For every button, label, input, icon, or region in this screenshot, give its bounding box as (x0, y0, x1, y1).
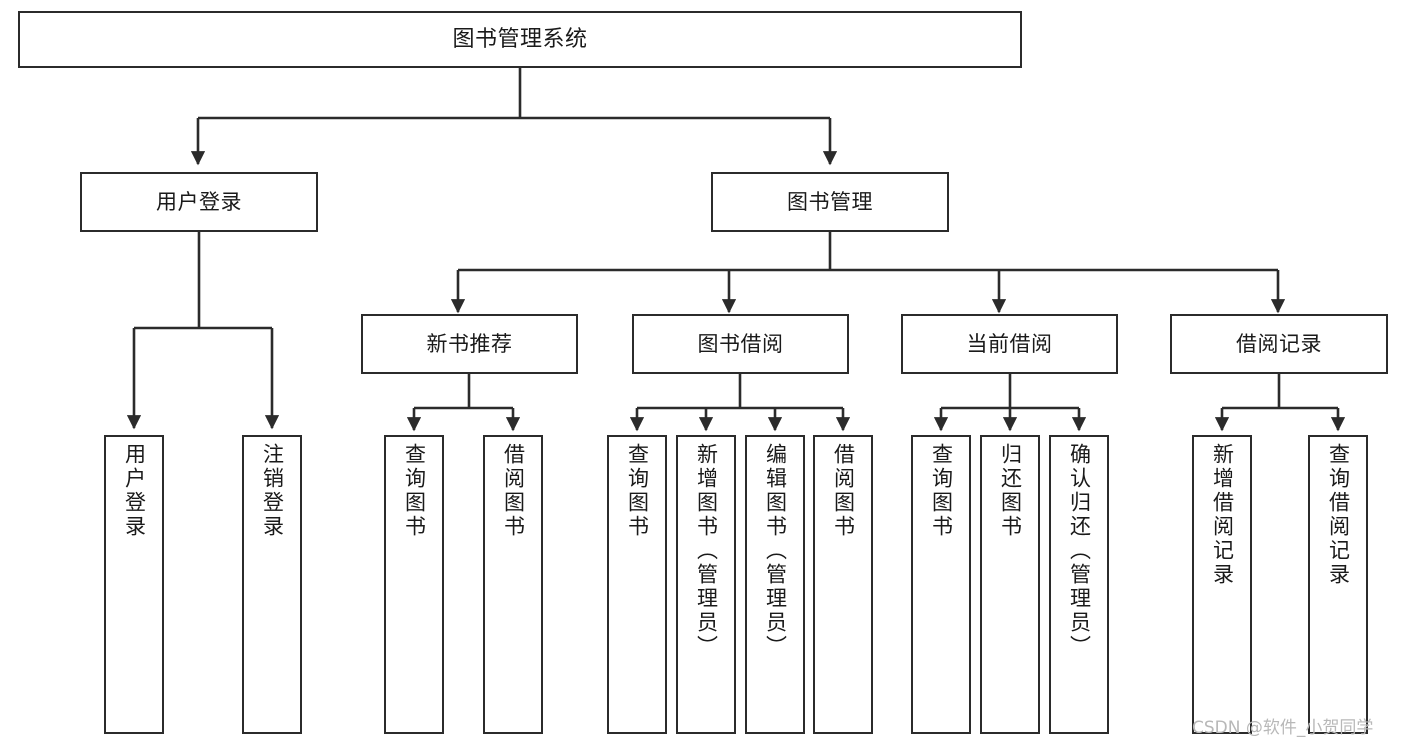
leaf-book-borrow-borrow-label: 借阅图书 (831, 443, 856, 539)
node-current-borrow[interactable]: 当前借阅 (901, 314, 1118, 374)
node-new-book-recommend[interactable]: 新书推荐 (361, 314, 578, 374)
leaf-borrow-record-query-label: 查询借阅记录 (1326, 443, 1351, 587)
leaf-new-book-borrow-label: 借阅图书 (501, 443, 526, 539)
leaf-book-borrow-borrow[interactable]: 借阅图书 (813, 435, 873, 734)
leaf-new-book-query-label: 查询图书 (402, 443, 427, 539)
leaf-borrow-record-query[interactable]: 查询借阅记录 (1308, 435, 1368, 734)
leaf-current-borrow-return-label: 归还图书 (998, 443, 1023, 539)
csdn-watermark: CSDN @软件_小贺同学 (1192, 718, 1374, 738)
node-new-book-recommend-label: 新书推荐 (426, 331, 513, 356)
node-book-management[interactable]: 图书管理 (711, 172, 949, 232)
leaf-borrow-record-add-label: 新增借阅记录 (1210, 443, 1235, 587)
leaf-book-borrow-query-label: 查询图书 (625, 443, 650, 539)
leaf-user-login-logout[interactable]: 注销登录 (242, 435, 302, 734)
leaf-book-borrow-add-label: 新增图书（管理员） (694, 443, 719, 659)
node-book-borrow[interactable]: 图书借阅 (632, 314, 849, 374)
leaf-book-borrow-edit[interactable]: 编辑图书（管理员） (745, 435, 805, 734)
leaf-current-borrow-return[interactable]: 归还图书 (980, 435, 1040, 734)
leaf-book-borrow-add[interactable]: 新增图书（管理员） (676, 435, 736, 734)
leaf-user-login-login[interactable]: 用户登录 (104, 435, 164, 734)
leaf-current-borrow-confirm-label: 确认归还（管理员） (1067, 443, 1092, 659)
node-borrow-record-label: 借阅记录 (1236, 331, 1322, 356)
leaf-new-book-query[interactable]: 查询图书 (384, 435, 444, 734)
node-borrow-record[interactable]: 借阅记录 (1170, 314, 1388, 374)
leaf-book-borrow-query[interactable]: 查询图书 (607, 435, 667, 734)
node-root-system[interactable]: 图书管理系统 (18, 11, 1022, 68)
leaf-current-borrow-query[interactable]: 查询图书 (911, 435, 971, 734)
node-current-borrow-label: 当前借阅 (966, 331, 1053, 356)
node-user-login-label: 用户登录 (156, 189, 242, 214)
leaf-user-login-logout-label: 注销登录 (260, 443, 285, 539)
leaf-borrow-record-add[interactable]: 新增借阅记录 (1192, 435, 1252, 734)
node-root-system-label: 图书管理系统 (452, 26, 588, 52)
leaf-user-login-login-label: 用户登录 (122, 443, 147, 539)
leaf-new-book-borrow[interactable]: 借阅图书 (483, 435, 543, 734)
node-book-management-label: 图书管理 (787, 189, 873, 214)
node-user-login[interactable]: 用户登录 (80, 172, 318, 232)
leaf-current-borrow-confirm[interactable]: 确认归还（管理员） (1049, 435, 1109, 734)
leaf-book-borrow-edit-label: 编辑图书（管理员） (763, 443, 788, 659)
node-book-borrow-label: 图书借阅 (697, 331, 784, 356)
leaf-current-borrow-query-label: 查询图书 (929, 443, 954, 539)
